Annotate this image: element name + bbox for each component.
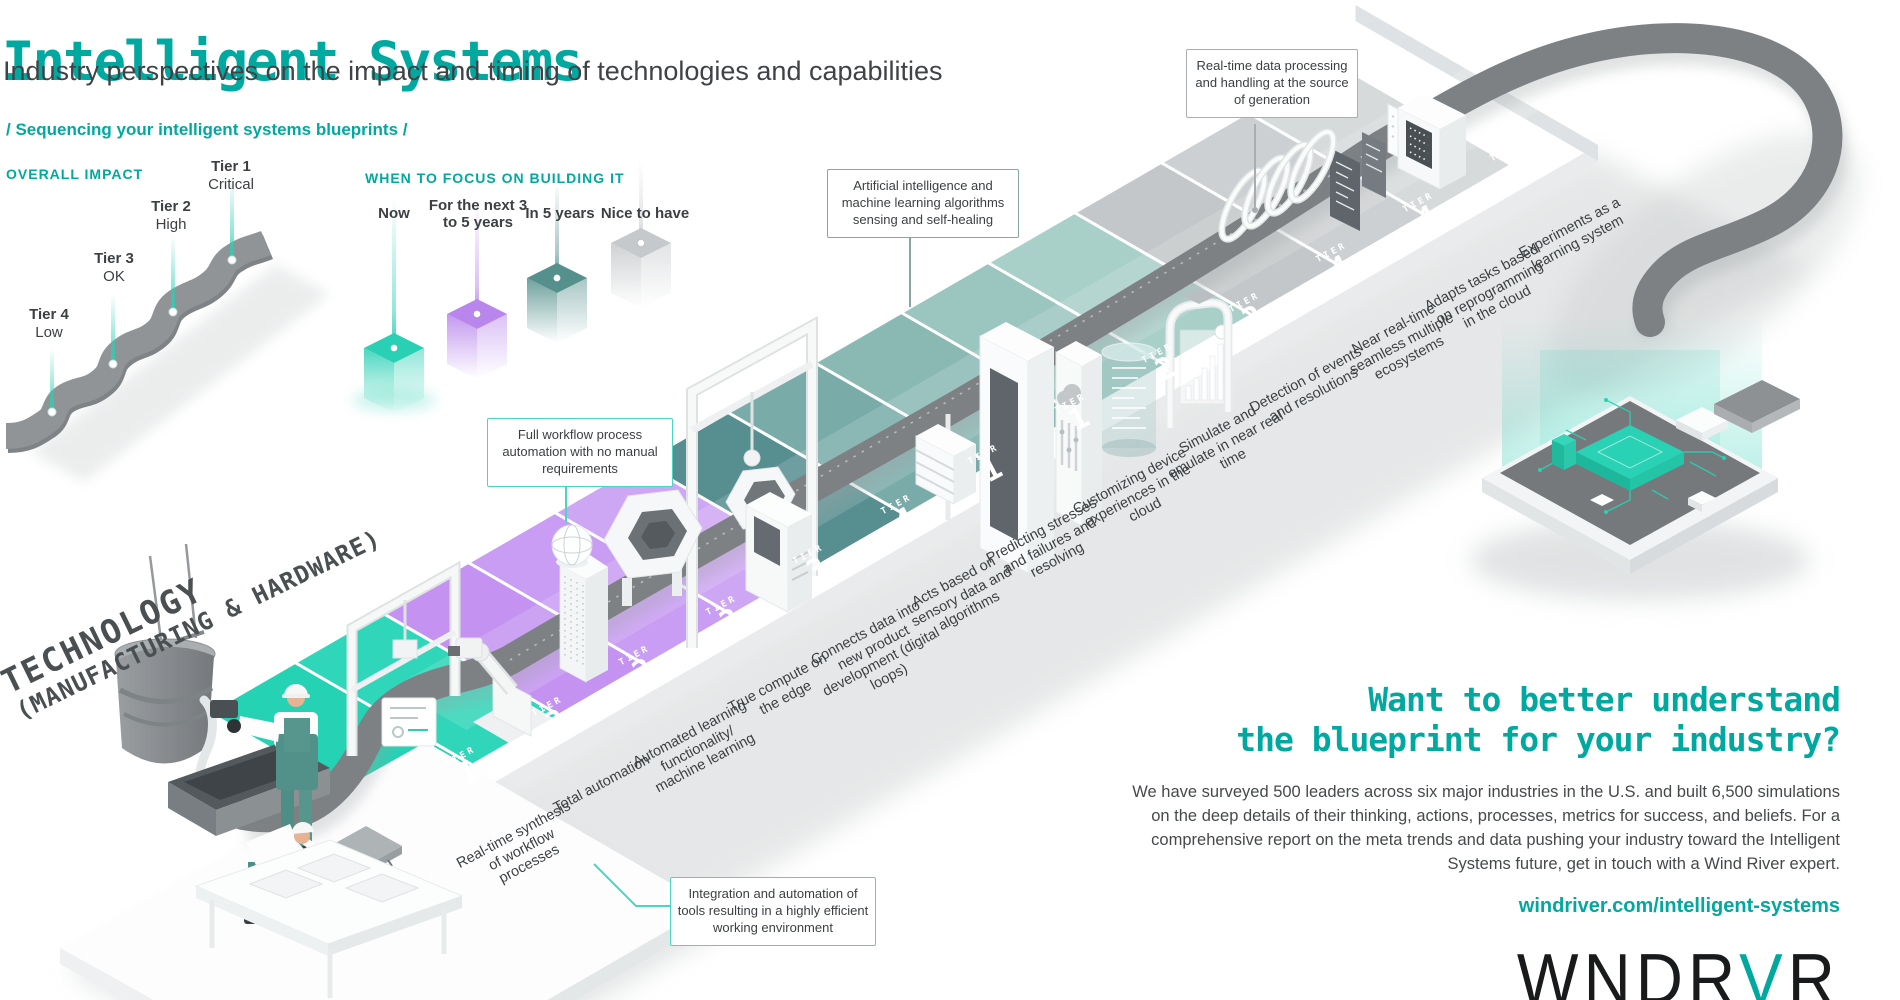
chip — [1576, 425, 1684, 491]
focus-cube — [611, 161, 671, 308]
impact-tier-3: Tier 3 OK — [68, 250, 160, 286]
focus-option-nice: Nice to have — [600, 205, 690, 222]
tier-level: Low — [35, 324, 63, 341]
board-components — [1552, 380, 1800, 512]
tier-name: Tier 3 — [94, 250, 134, 267]
mold-table — [194, 839, 464, 998]
tier-level: High — [155, 216, 187, 233]
hanging-rack — [915, 414, 976, 520]
robot-arm — [448, 637, 553, 743]
cta-heading: Want to better understand the blueprint … — [1080, 680, 1841, 759]
tier-name: Tier 2 — [151, 198, 191, 215]
machines — [346, 94, 1466, 756]
focus-option-now: Now — [378, 205, 410, 222]
focus-cube — [447, 202, 507, 379]
gantry-frame — [346, 560, 461, 756]
cta-heading-line2: the blueprint for your industry? — [1236, 719, 1841, 759]
callout-ai-ml: Artificial intelligence and machine lear… — [827, 169, 1019, 238]
section-label: / Sequencing your intelligent systems bl… — [6, 120, 408, 139]
brand-logo: WNDRVR — [1065, 937, 1840, 1000]
foundry-scene — [114, 543, 464, 998]
tier-level: Critical — [208, 176, 254, 193]
impact-tier-1: Tier 1 Critical — [185, 158, 277, 194]
cta-block: Want to better understand the blueprint … — [1080, 680, 1841, 1000]
tier-name: Tier 1 — [211, 158, 251, 175]
focus-option-3to5: For the next 3 to 5 years — [428, 197, 528, 232]
kiosk-machine — [745, 492, 812, 613]
brain-tower — [551, 524, 608, 683]
gate-tower — [979, 322, 1054, 574]
callout-leaders — [565, 124, 1258, 907]
page-subtitle: Industry perspectives on the impact and … — [3, 56, 943, 86]
focus-cube — [364, 198, 424, 413]
logo-letter: D — [1635, 938, 1689, 1000]
impact-legend-title: OVERALL IMPACT — [6, 166, 144, 182]
logo-letter: N — [1583, 938, 1636, 1000]
impact-tier-4: Tier 4 Low — [3, 306, 95, 342]
focus-option-5yr: In 5 years — [525, 205, 595, 222]
callout-realtime-data: Real-time data processing and handling a… — [1186, 49, 1358, 118]
callout-full-workflow: Full workflow process automation with no… — [487, 418, 673, 487]
data-cylinder — [1101, 342, 1157, 457]
page-title: Intelligent Systems — [2, 30, 584, 94]
dot-display-tower — [1397, 94, 1466, 190]
logo-letter: R — [1787, 938, 1840, 1000]
code-screens — [1330, 103, 1421, 231]
arch-scanner — [1165, 288, 1233, 428]
impact-tier-2: Tier 2 High — [125, 198, 217, 234]
blueprint-panel — [381, 697, 437, 747]
callout-integration: Integration and automation of tools resu… — [670, 877, 876, 946]
focus-legend-title: WHEN TO FOCUS ON BUILDING IT — [365, 170, 625, 186]
tier-level: OK — [103, 268, 125, 285]
logo-letter: W — [1516, 938, 1584, 1000]
impact-pins — [47, 178, 237, 417]
logo-letter-accent: V — [1739, 938, 1788, 1000]
cloud-pillar — [1055, 341, 1102, 527]
cta-heading-line1: Want to better understand — [1368, 680, 1841, 719]
tier-name: Tier 4 — [29, 306, 69, 323]
cta-body: We have surveyed 500 leaders across six … — [1132, 783, 1840, 873]
cta-link[interactable]: windriver.com/intelligent-systems — [1518, 894, 1840, 917]
logo-letter: R — [1688, 938, 1740, 1000]
focus-cube — [527, 182, 587, 343]
impact-ramp — [5, 178, 330, 482]
focus-cubes — [364, 161, 671, 413]
hex-tunnel — [603, 489, 703, 606]
